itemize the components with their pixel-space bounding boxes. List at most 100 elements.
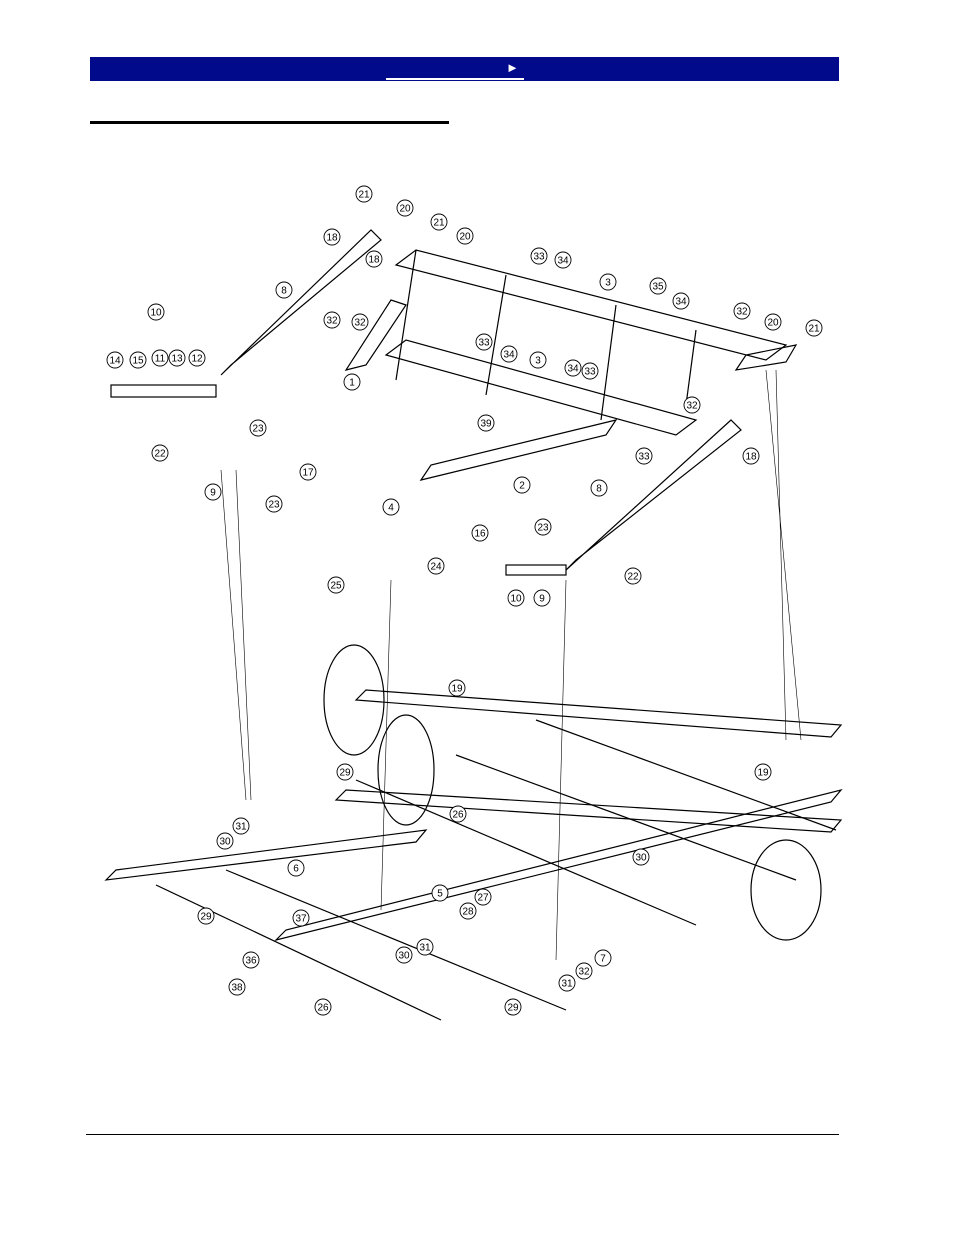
footer-rule [86, 1134, 839, 1135]
callout-number: 19 [757, 768, 769, 779]
callout-number: 12 [191, 354, 203, 365]
callout-circle [558, 974, 576, 992]
callout-circle [299, 463, 317, 481]
callout-circle [427, 557, 445, 575]
callout-number: 9 [539, 594, 545, 605]
callout-number: 20 [459, 232, 471, 243]
callout-number: 10 [150, 308, 162, 319]
callout-number: 23 [252, 424, 264, 435]
callout-circle [564, 359, 582, 377]
callout-circle [474, 888, 492, 906]
callout-number: 14 [109, 356, 121, 367]
callout-number: 9 [210, 488, 216, 499]
callout-circle [534, 518, 552, 536]
callout-number: 33 [533, 252, 545, 263]
callout-circle [242, 951, 260, 969]
callout-circle [228, 978, 246, 996]
callout-circle [456, 227, 474, 245]
callout-circle [594, 949, 612, 967]
header-nav-link[interactable]: ► [386, 58, 524, 80]
callout-number: 34 [675, 297, 687, 308]
callout-circle [449, 805, 467, 823]
callout-circle [287, 859, 305, 877]
callout-number: 23 [537, 523, 549, 534]
frame-drawing [104, 229, 843, 1021]
callout-number: 32 [736, 307, 748, 318]
callout-circle [471, 524, 489, 542]
callout-circle [683, 396, 701, 414]
callout-number: 18 [326, 233, 338, 244]
callout-circle [249, 419, 267, 437]
callout-number: 27 [477, 893, 489, 904]
callout-circle [504, 998, 522, 1016]
callout-circle [754, 763, 772, 781]
callout-number: 21 [433, 218, 445, 229]
callout-number: 3 [605, 278, 611, 289]
callout-circle [764, 313, 782, 331]
callout-circle [129, 351, 147, 369]
callout-circle [599, 273, 617, 291]
callout-circle [632, 848, 650, 866]
callout-number: 32 [578, 967, 590, 978]
callout-number: 23 [268, 500, 280, 511]
callout-circle [168, 349, 186, 367]
callout-circle [475, 333, 493, 351]
callout-number: 33 [478, 338, 490, 349]
callout-number: 10 [510, 594, 522, 605]
callout-number: 7 [600, 954, 606, 965]
right-arrow-icon: ► [506, 60, 519, 75]
callout-circle [323, 228, 341, 246]
callout-circle [590, 479, 608, 497]
callout-circle [265, 495, 283, 513]
callout-number: 34 [557, 256, 569, 267]
callout-circle [275, 281, 293, 299]
callout-circle [649, 277, 667, 295]
callout-number: 39 [480, 419, 492, 430]
callout-number: 25 [330, 581, 342, 592]
callout-circle [742, 447, 760, 465]
callout-number: 26 [452, 810, 464, 821]
callout-circle [147, 303, 165, 321]
callout-circle [448, 679, 466, 697]
callout-circle [151, 349, 169, 367]
callout-circle [533, 589, 551, 607]
callout-number: 16 [474, 529, 486, 540]
callout-circle [805, 319, 823, 337]
callout-number: 18 [745, 452, 757, 463]
callout-circle [672, 292, 690, 310]
callout-circle [507, 589, 525, 607]
callout-number: 33 [584, 367, 596, 378]
callout-number: 26 [317, 1003, 329, 1014]
callout-number: 18 [368, 255, 380, 266]
callout-number: 36 [245, 956, 257, 967]
callout-number: 22 [627, 572, 639, 583]
callout-circle [365, 250, 383, 268]
callout-number: 2 [519, 481, 525, 492]
callout-circle [314, 998, 332, 1016]
callout-circle [635, 447, 653, 465]
callout-circle [382, 498, 400, 516]
callout-circle [416, 938, 434, 956]
callout-circle [204, 483, 222, 501]
callout-number: 29 [507, 1003, 519, 1014]
callout-number: 20 [767, 318, 779, 329]
callout-number: 29 [339, 768, 351, 779]
callout-circle [336, 763, 354, 781]
callout-number: 8 [281, 286, 287, 297]
callout-number: 35 [652, 282, 664, 293]
callout-number: 33 [638, 452, 650, 463]
callout-number: 31 [561, 979, 573, 990]
callout-circle [575, 962, 593, 980]
callout-number: 38 [231, 983, 243, 994]
callout-number: 21 [808, 324, 820, 335]
callout-circle [529, 351, 547, 369]
callout-circle [554, 251, 572, 269]
callout-circle [396, 199, 414, 217]
callout-circle [395, 946, 413, 964]
callout-number: 13 [171, 354, 183, 365]
callout-circle [430, 213, 448, 231]
callout-number: 30 [635, 853, 647, 864]
callout-circle [323, 311, 341, 329]
